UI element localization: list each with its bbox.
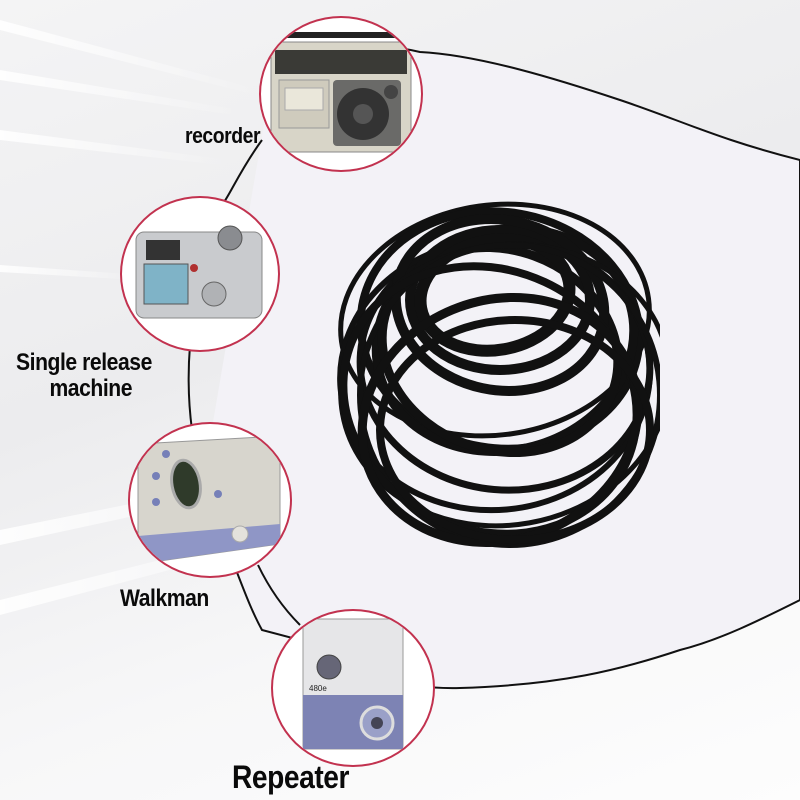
recorder-device-circle xyxy=(259,16,423,172)
repeater-label: Repeater xyxy=(232,759,349,795)
walkman-device-circle xyxy=(128,422,292,578)
single-release-label-line1: Single release xyxy=(16,349,152,376)
single-release-label-line2: machine xyxy=(49,375,133,403)
recorder-label: recorder xyxy=(185,123,261,148)
digital-camera-icon xyxy=(135,225,263,319)
repeater-device-circle: 480e xyxy=(271,609,435,767)
repeater-badge-text: 480e xyxy=(309,684,327,693)
cassette-recorder-icon xyxy=(270,32,412,153)
rubber-belts-coil xyxy=(337,201,660,548)
single-release-machine-label: Single release machine xyxy=(16,349,152,403)
cassette-repeater-icon: 480e xyxy=(302,618,404,750)
walkman-label: Walkman xyxy=(120,585,209,612)
camera-device-circle xyxy=(120,196,280,352)
walkman-player-icon xyxy=(137,435,281,565)
